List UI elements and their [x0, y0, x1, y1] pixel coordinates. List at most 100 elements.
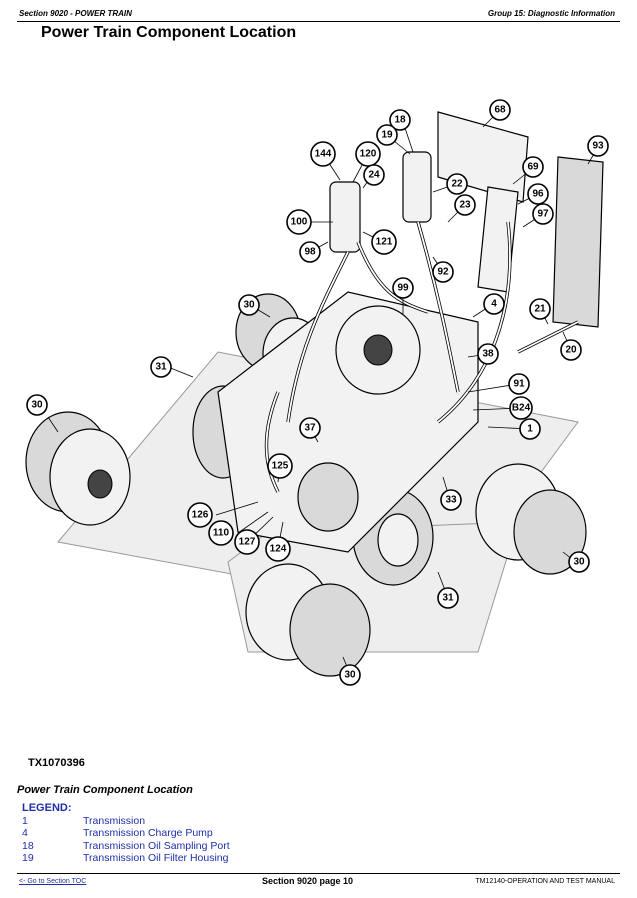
- callout-38: 38: [477, 343, 499, 365]
- callout-110: 110: [208, 520, 234, 546]
- svg-text:96: 96: [532, 189, 544, 200]
- figure-id: TX1070396: [28, 757, 85, 769]
- svg-text:20: 20: [565, 345, 577, 356]
- callout-37: 37: [299, 417, 321, 439]
- svg-text:92: 92: [437, 267, 449, 278]
- svg-text:124: 124: [270, 544, 287, 555]
- svg-text:24: 24: [368, 170, 380, 181]
- callout-21: 21: [529, 298, 551, 320]
- footer-page-number: Section 9020 page 10: [262, 876, 354, 886]
- hoses: [264, 221, 579, 493]
- svg-text:31: 31: [155, 362, 167, 373]
- svg-text:4: 4: [491, 299, 497, 310]
- svg-text:125: 125: [272, 461, 289, 472]
- legend-item-number: 1: [22, 815, 28, 827]
- svg-text:99: 99: [397, 283, 409, 294]
- callout-23: 23: [454, 194, 476, 216]
- legend-list: 1 Transmission 4 Transmission Charge Pum…: [22, 815, 230, 864]
- callout-4: 4: [483, 293, 505, 315]
- header-section: Section 9020 - POWER TRAIN: [19, 9, 132, 18]
- svg-text:110: 110: [213, 528, 230, 539]
- legend-item-number: 18: [22, 839, 34, 852]
- callout-33: 33: [440, 489, 462, 511]
- svg-text:30: 30: [573, 557, 585, 568]
- svg-text:33: 33: [445, 495, 457, 506]
- svg-text:21: 21: [534, 304, 546, 315]
- callout-30-bottom: 30: [339, 664, 361, 686]
- page-title: Power Train Component Location: [41, 24, 297, 41]
- svg-text:18: 18: [394, 115, 406, 126]
- callout-127: 127: [234, 529, 260, 555]
- legend-title: LEGEND:: [22, 802, 72, 814]
- callout-144: 144: [310, 141, 336, 167]
- svg-text:93: 93: [592, 141, 604, 152]
- svg-text:30: 30: [31, 400, 43, 411]
- callout-96: 96: [527, 183, 549, 205]
- svg-text:98: 98: [304, 247, 316, 258]
- svg-text:31: 31: [442, 593, 454, 604]
- final-drive-right: [475, 463, 587, 575]
- callout-20: 20: [560, 339, 582, 361]
- callout-99: 99: [392, 277, 414, 299]
- svg-text:127: 127: [239, 537, 256, 548]
- svg-text:97: 97: [537, 209, 549, 220]
- cooler-93: [552, 156, 604, 328]
- callout-126: 126: [187, 502, 213, 528]
- legend-item: 4 Transmission Charge Pump: [22, 827, 230, 839]
- callout-1: 1: [519, 418, 541, 440]
- legend-item-label: Transmission Charge Pump: [83, 827, 213, 840]
- legend-item-label: Transmission Oil Filter Housing: [83, 851, 229, 864]
- go-to-section-toc-link[interactable]: <- Go to Section TOC: [19, 878, 87, 885]
- callout-B24: B24: [509, 396, 533, 420]
- svg-text:23: 23: [459, 200, 471, 211]
- header-group: Group 15: Diagnostic Information: [487, 9, 615, 18]
- svg-text:120: 120: [360, 149, 377, 160]
- final-drive-left: [25, 411, 131, 526]
- legend-item-number: 4: [22, 827, 28, 840]
- callout-97: 97: [532, 203, 554, 225]
- callout-31-bottom: 31: [437, 587, 459, 609]
- callout-125: 125: [267, 453, 293, 479]
- svg-text:38: 38: [482, 349, 494, 360]
- callout-92: 92: [432, 261, 454, 283]
- legend-item: 19 Transmission Oil Filter Housing: [22, 852, 230, 864]
- svg-text:19: 19: [381, 130, 393, 141]
- callout-24: 24: [363, 164, 385, 186]
- header-rule: [17, 21, 620, 22]
- callout-30-left: 30: [26, 394, 48, 416]
- svg-text:1: 1: [527, 424, 533, 435]
- callout-31-top: 31: [150, 356, 172, 378]
- filter-right: [402, 151, 432, 223]
- svg-text:126: 126: [192, 510, 209, 521]
- callout-120: 120: [355, 141, 381, 167]
- transmission-body: [217, 291, 479, 553]
- callout-91: 91: [508, 373, 530, 395]
- svg-text:91: 91: [513, 379, 525, 390]
- callout-121: 121: [371, 229, 397, 255]
- callout-98: 98: [299, 241, 321, 263]
- callout-124: 124: [265, 536, 291, 562]
- svg-text:68: 68: [494, 105, 506, 116]
- legend-item-label: Transmission: [83, 815, 146, 827]
- svg-text:B24: B24: [512, 403, 531, 414]
- legend-item: 1 Transmission: [22, 815, 230, 827]
- legend-item-label: Transmission Oil Sampling Port: [83, 839, 230, 852]
- filter-left: [329, 181, 361, 253]
- svg-text:121: 121: [376, 237, 393, 248]
- footer-manual-title: TM12140-OPERATION AND TEST MANUAL: [475, 878, 615, 885]
- svg-text:37: 37: [304, 423, 316, 434]
- svg-text:69: 69: [527, 162, 539, 173]
- legend-item: 18 Transmission Oil Sampling Port: [22, 840, 230, 852]
- callout-93: 93: [587, 135, 609, 157]
- legend-item-number: 19: [22, 851, 34, 864]
- svg-text:30: 30: [344, 670, 356, 681]
- svg-text:100: 100: [291, 217, 308, 228]
- svg-text:144: 144: [315, 149, 332, 160]
- callout-30-right: 30: [568, 551, 590, 573]
- final-drive-bottom: [245, 563, 371, 677]
- callout-30-top: 30: [238, 294, 260, 316]
- callout-19: 19: [376, 124, 398, 146]
- callout-18: 18: [389, 109, 411, 131]
- callout-69: 69: [522, 156, 544, 178]
- callout-100: 100: [286, 209, 312, 235]
